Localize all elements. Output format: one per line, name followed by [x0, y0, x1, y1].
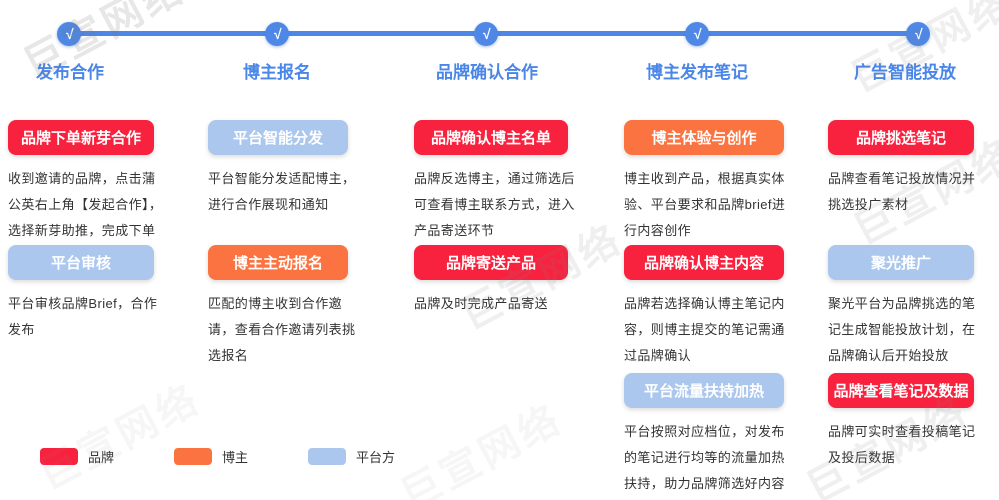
watermark-text: 巨宣网络 — [393, 396, 570, 500]
step-title-box-platform: 平台流量扶持加热 — [624, 373, 784, 408]
step-title-box-blogger: 博主主动报名 — [208, 245, 348, 280]
step-group: 品牌下单新芽合作收到邀请的品牌，点击蒲公英右上角【发起合作】，选择新芽助推，完成… — [8, 120, 166, 244]
step-title-box-platform: 平台审核 — [8, 245, 154, 280]
check-icon: √ — [65, 26, 73, 42]
step-description: 收到邀请的品牌，点击蒲公英右上角【发起合作】，选择新芽助推，完成下单 — [8, 171, 163, 238]
step-group: 品牌确认博主内容品牌若选择确认博主笔记内容，则博主提交的笔记需通过品牌确认 — [624, 245, 796, 369]
check-icon: √ — [273, 26, 281, 42]
legend-item: 博主 — [174, 447, 248, 466]
step-group: 品牌寄送产品品牌及时完成产品寄送 — [414, 245, 580, 317]
step-description: 博主收到产品，根据真实体验、平台要求和品牌brief进行内容创作 — [624, 171, 786, 238]
step-group: 平台流量扶持加热平台按照对应档位，对发布的笔记进行均等的流量加热扶持，助力品牌筛… — [624, 373, 796, 497]
timeline-node: √ — [265, 22, 289, 46]
stage-label-2: 博主报名 — [243, 63, 311, 82]
step-title-box-platform: 平台智能分发 — [208, 120, 348, 155]
step-description: 品牌若选择确认博主笔记内容，则博主提交的笔记需通过品牌确认 — [624, 296, 785, 363]
legend-label: 博主 — [222, 450, 249, 465]
step-title-box-brand: 品牌下单新芽合作 — [8, 120, 154, 155]
step-title-box-brand: 品牌挑选笔记 — [828, 120, 974, 155]
step-description: 平台智能分发适配博主，进行合作展现和通知 — [208, 171, 356, 212]
step-title-box-brand: 品牌查看笔记及数据 — [828, 373, 974, 408]
step-group: 博主体验与创作博主收到产品，根据真实体验、平台要求和品牌brief进行内容创作 — [624, 120, 796, 244]
step-description: 平台审核品牌Brief，合作发布 — [8, 296, 158, 337]
legend-label: 平台方 — [356, 450, 396, 465]
stage-label-3: 品牌确认合作 — [436, 63, 538, 82]
legend-item: 平台方 — [308, 447, 395, 466]
legend-swatch-brand — [40, 448, 78, 465]
step-description: 品牌反选博主，通过筛选后可查看博主联系方式，进入产品寄送环节 — [414, 171, 575, 238]
step-description: 品牌可实时查看投稿笔记及投后数据 — [828, 424, 976, 465]
stage-label-1: 发布合作 — [36, 63, 104, 82]
stage-label-5: 广告智能投放 — [854, 63, 956, 82]
timeline-node: √ — [57, 22, 81, 46]
timeline-node: √ — [474, 22, 498, 46]
step-title-box-brand: 品牌确认博主内容 — [624, 245, 784, 280]
step-title-box-brand: 品牌寄送产品 — [414, 245, 568, 280]
step-description: 平台按照对应档位，对发布的笔记进行均等的流量加热扶持，助力品牌筛选好内容 — [624, 424, 785, 491]
step-group: 平台审核平台审核品牌Brief，合作发布 — [8, 245, 166, 343]
step-group: 品牌查看笔记及数据品牌可实时查看投稿笔记及投后数据 — [828, 373, 986, 471]
step-title-box-platform: 聚光推广 — [828, 245, 974, 280]
step-description: 品牌及时完成产品寄送 — [414, 296, 549, 311]
step-description: 匹配的博主收到合作邀请，查看合作邀请列表挑选报名 — [208, 296, 356, 363]
step-group: 平台智能分发平台智能分发适配博主，进行合作展现和通知 — [208, 120, 360, 218]
check-icon: √ — [693, 26, 701, 42]
watermark-text: 巨宣网络 — [843, 0, 999, 102]
step-description: 聚光平台为品牌挑选的笔记生成智能投放计划，在品牌确认后开始投放 — [828, 296, 976, 363]
check-icon: √ — [914, 26, 922, 42]
watermark-text: 巨宣网络 — [31, 376, 208, 499]
legend: 品牌 博主 平台方 — [40, 447, 455, 466]
legend-swatch-platform — [308, 448, 347, 465]
legend-label: 品牌 — [88, 450, 115, 465]
timeline-node: √ — [685, 22, 709, 46]
timeline-node: √ — [906, 22, 930, 46]
legend-item: 品牌 — [40, 447, 114, 466]
step-title-box-brand: 品牌确认博主名单 — [414, 120, 568, 155]
step-group: 聚光推广聚光平台为品牌挑选的笔记生成智能投放计划，在品牌确认后开始投放 — [828, 245, 986, 369]
step-title-box-blogger: 博主体验与创作 — [624, 120, 784, 155]
step-description: 品牌查看笔记投放情况并挑选投广素材 — [828, 171, 976, 212]
check-icon: √ — [482, 26, 490, 42]
stage-label-4: 博主发布笔记 — [646, 63, 748, 82]
step-group: 品牌确认博主名单品牌反选博主，通过筛选后可查看博主联系方式，进入产品寄送环节 — [414, 120, 580, 244]
legend-swatch-blogger — [174, 448, 213, 465]
step-group: 品牌挑选笔记品牌查看笔记投放情况并挑选投广素材 — [828, 120, 986, 218]
step-group: 博主主动报名匹配的博主收到合作邀请，查看合作邀请列表挑选报名 — [208, 245, 360, 369]
